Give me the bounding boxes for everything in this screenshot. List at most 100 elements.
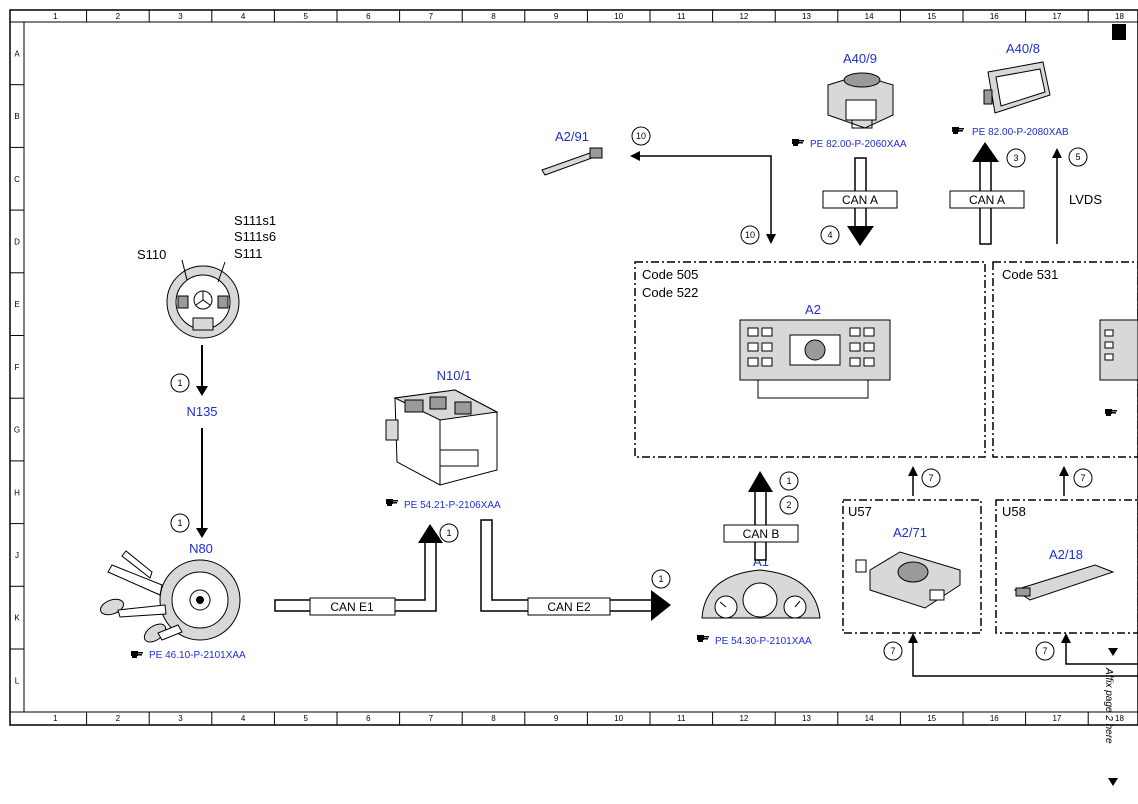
marker-number: 10 xyxy=(636,131,646,141)
marker-number: 2 xyxy=(786,500,791,510)
a2-key xyxy=(761,327,773,337)
ruler-col-bottom-17: 17 xyxy=(1052,714,1061,723)
label-n10-1: N10/1 xyxy=(437,368,472,383)
label-a2-91: A2/91 xyxy=(555,129,589,144)
corner-mark-icon xyxy=(1112,24,1126,40)
can-e1-label: CAN E1 xyxy=(330,600,374,614)
marker-number: 7 xyxy=(1042,646,1047,656)
link-u58-code-531 xyxy=(1059,466,1069,496)
link-u57-bottom xyxy=(908,633,1138,677)
ref-icon-a1 xyxy=(697,635,709,642)
link-a2-a2-91 xyxy=(630,151,776,244)
ruler-col-bottom-10: 10 xyxy=(614,714,623,723)
ruler-col-bottom-11: 11 xyxy=(677,714,686,723)
steering-wheel-s110 xyxy=(166,259,240,339)
label-s111s1: S111s1 xyxy=(234,213,276,228)
ruler-col-top-1: 1 xyxy=(53,12,58,21)
a2-key xyxy=(849,357,861,367)
label-n80: N80 xyxy=(189,541,213,556)
ruler-col-top-2: 2 xyxy=(116,12,121,21)
n80-column-module xyxy=(99,550,241,643)
ref-a1[interactable]: PE 54.30-P-2101XAA xyxy=(715,636,812,647)
label-a40-9: A40/9 xyxy=(843,51,877,66)
marker-circle xyxy=(740,225,760,245)
a2-71-tuner-module xyxy=(855,551,961,609)
lvds-link xyxy=(1052,148,1062,244)
marker-number: 10 xyxy=(745,230,755,240)
marker-circle xyxy=(170,513,190,533)
affix-page-hint: Affix page 2 here xyxy=(1103,667,1114,744)
can-a-up-label: CAN A xyxy=(969,193,1005,207)
marker-number: 1 xyxy=(786,476,791,486)
marker-circle xyxy=(170,373,190,393)
marker-circle xyxy=(820,225,840,245)
a2-key xyxy=(761,357,773,367)
ref-icon-code-531 xyxy=(1105,409,1117,416)
ref-n10-1[interactable]: PE 54.21-P-2106XAA xyxy=(404,500,501,511)
a2-key xyxy=(761,342,773,352)
a1-instrument-cluster xyxy=(701,569,821,619)
can-e1-bus xyxy=(274,524,443,616)
marker-number: 5 xyxy=(1075,152,1080,162)
ruler-col-bottom-4: 4 xyxy=(241,714,246,723)
group-u58 xyxy=(995,499,1138,634)
ref-icon-a40-9 xyxy=(792,139,804,146)
u57-label: U57 xyxy=(848,504,872,519)
marker-number: 3 xyxy=(1013,153,1018,163)
marker-number: 7 xyxy=(1080,473,1085,483)
u58-label: U58 xyxy=(1002,504,1026,519)
can-b-bus xyxy=(723,471,799,561)
label-s111: S111 xyxy=(234,246,262,261)
marker-circle xyxy=(1073,468,1093,488)
a2-91-antenna xyxy=(541,147,603,176)
link-u57-a2 xyxy=(908,466,918,496)
group-code-505 xyxy=(634,261,986,458)
marker-circle xyxy=(439,523,459,543)
ruler-row-C: C xyxy=(14,175,20,184)
ruler-col-bottom-13: 13 xyxy=(802,714,811,723)
code-505-label: Code 505 xyxy=(642,267,698,282)
ruler-row-E: E xyxy=(14,300,19,309)
ruler-col-top-9: 9 xyxy=(554,12,559,21)
a2-key xyxy=(849,342,861,352)
ruler-row-G: G xyxy=(14,426,20,435)
label-s111s6: S111s6 xyxy=(234,229,276,244)
ruler-col-top-8: 8 xyxy=(491,12,496,21)
ref-a40-9[interactable]: PE 82.00-P-2060XAA xyxy=(810,139,907,150)
a2-head-unit xyxy=(739,319,891,399)
hint-arrow-bottom-icon xyxy=(1108,778,1118,786)
ruler-col-bottom-7: 7 xyxy=(429,714,434,723)
label-a40-8: A40/8 xyxy=(1006,41,1040,56)
ruler-col-top-11: 11 xyxy=(677,12,686,21)
ref-a40-8[interactable]: PE 82.00-P-2080XAB xyxy=(972,127,1069,138)
ruler-col-top-16: 16 xyxy=(990,12,999,21)
ruler-col-bottom-12: 12 xyxy=(739,714,748,723)
marker-circle xyxy=(631,126,651,146)
marker-number: 7 xyxy=(890,646,895,656)
ruler-col-top-10: 10 xyxy=(614,12,623,21)
label-a2-18: A2/18 xyxy=(1049,547,1083,562)
ref-n80[interactable]: PE 46.10-P-2101XAA xyxy=(149,650,246,661)
can-a-up-bus xyxy=(949,142,1025,245)
ref-icon-n80 xyxy=(131,651,143,658)
a2-key xyxy=(863,327,875,337)
ruler-col-top-3: 3 xyxy=(178,12,183,21)
marker-number: 1 xyxy=(446,528,451,538)
a2-key xyxy=(747,342,759,352)
ruler-row-L: L xyxy=(15,676,20,685)
ruler-row-H: H xyxy=(14,488,20,497)
code-531-head-unit xyxy=(1099,319,1138,381)
label-s110: S110 xyxy=(137,247,166,262)
ruler-col-top-17: 17 xyxy=(1052,12,1061,21)
marker-number: 1 xyxy=(658,574,663,584)
marker-circle xyxy=(1035,641,1055,661)
a2-key xyxy=(747,357,759,367)
group-u57 xyxy=(842,499,982,634)
ruler-row-J: J xyxy=(15,551,19,560)
code-522-label: Code 522 xyxy=(642,285,698,300)
can-a-down-label: CAN A xyxy=(842,193,878,207)
ruler-col-bottom-5: 5 xyxy=(303,714,308,723)
ruler-col-top-7: 7 xyxy=(429,12,434,21)
